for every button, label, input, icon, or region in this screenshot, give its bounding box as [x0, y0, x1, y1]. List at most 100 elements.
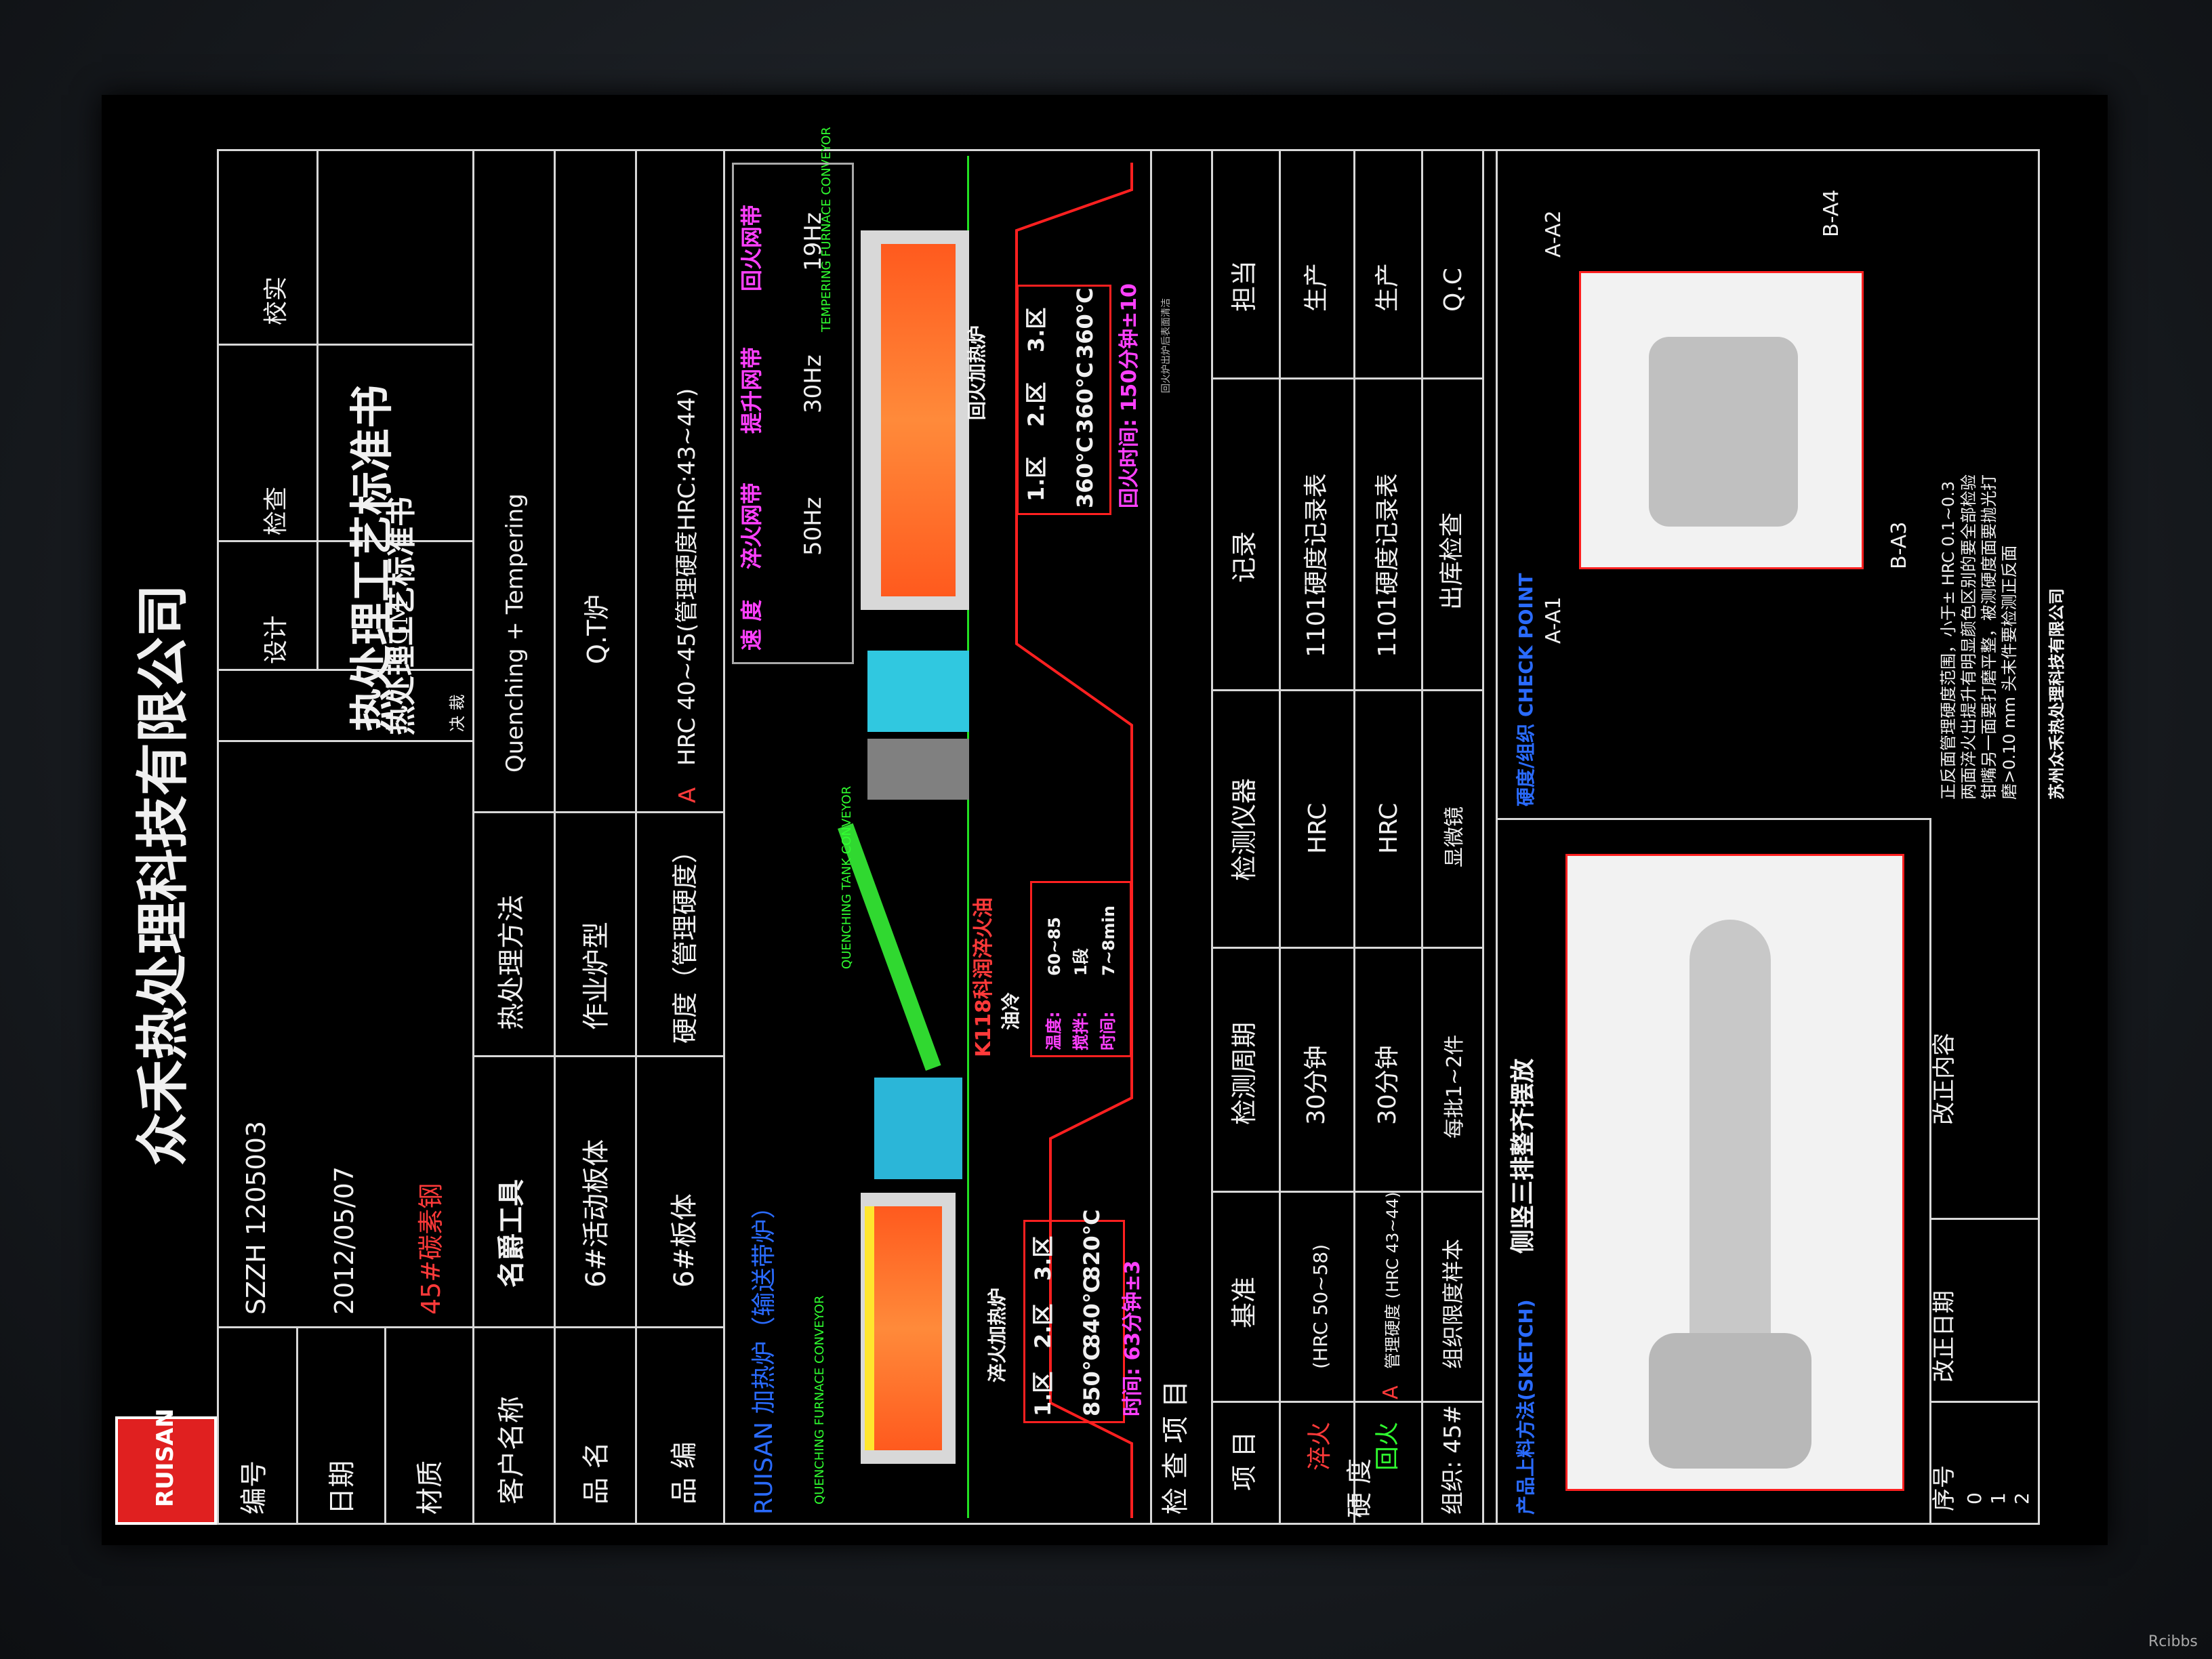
number-label: 编号	[239, 1460, 270, 1515]
temper-zone-1: 1.区	[1023, 456, 1049, 501]
inspection-header-cycle: 检测周期	[1229, 1021, 1259, 1125]
divider	[1498, 818, 1931, 820]
belt-value-temper: 19Hz	[800, 212, 827, 271]
inspection-header-owner: 担当	[1229, 260, 1259, 312]
quench-zone-2: 2.区	[1030, 1303, 1056, 1349]
hardness-mark-a: A	[674, 787, 701, 803]
row-structure-item: 组织: 45#	[1439, 1404, 1467, 1515]
design-value: GGM	[386, 600, 413, 664]
row-temper-item: 回火	[1374, 1421, 1401, 1471]
quench-temp-1: 850℃	[1079, 1345, 1105, 1416]
belt-header-quench: 淬火网带	[739, 482, 764, 569]
method-value: Quenching + Tempering	[501, 493, 529, 773]
material-value: 45#碳素钢	[416, 1183, 446, 1315]
checkpoint-note-4: 磨>0.10 mm 头末件要检测正反面	[2000, 545, 2019, 800]
point-a-a2: A-A2	[1542, 210, 1565, 258]
divider	[1213, 1401, 1484, 1403]
tempering-furnace-flame	[881, 244, 956, 596]
temper-temp-1: 360℃	[1072, 436, 1098, 508]
belt-value-lift: 30Hz	[800, 354, 827, 413]
number-value: SZZH 1205003	[241, 1120, 271, 1315]
quench-furnace-flame	[874, 1206, 942, 1450]
check-label: 检查	[262, 486, 290, 535]
quench-title: 淬火加热炉	[986, 1287, 1008, 1382]
company-name: 众禾热处理科技有限公司	[132, 583, 194, 1166]
quench-time: 时间: 63分钟±3	[1121, 1260, 1145, 1416]
divider	[384, 1328, 386, 1525]
revision-row-0: 0	[1963, 1492, 1986, 1504]
furnace-label: 作业炉型	[581, 922, 612, 1030]
sheet-title-large: 热处理工艺标准书	[348, 385, 398, 732]
temper-title: 回火加热炉	[966, 325, 988, 420]
inspection-title: 检 查 项 目	[1160, 1380, 1191, 1515]
furnace-value: Q.T炉	[582, 594, 612, 664]
quench-zone-3: 3.区	[1030, 1235, 1056, 1281]
quench-zone-1: 1.区	[1030, 1371, 1056, 1416]
temper-time: 回火时间: 150分钟±10	[1118, 283, 1141, 508]
design-label: 设计	[262, 615, 290, 664]
revision-header-date: 改正日期	[1931, 1290, 1958, 1382]
revision-row-2: 2	[2011, 1492, 2033, 1504]
row-temper-cycle: 30分钟	[1374, 1045, 1401, 1125]
belt-value-quench: 50Hz	[800, 497, 827, 556]
divider	[474, 811, 725, 813]
verify-label: 校实	[262, 276, 290, 325]
row-quench-item: 淬火	[1306, 1421, 1334, 1471]
process-line-title: RUISAN 加热炉（输送带炉）	[750, 1194, 778, 1515]
quench-temp-3: 820℃	[1079, 1209, 1105, 1281]
divider	[1929, 820, 1931, 1525]
oil-cool-label: 油冷	[1000, 991, 1022, 1030]
divider	[1211, 149, 1213, 1525]
quench-temp-2: 840℃	[1079, 1277, 1105, 1349]
row-quench-standard: (HRC 50~58)	[1309, 1244, 1332, 1369]
oil-stir-label: 搅拌:	[1071, 1011, 1090, 1050]
divider	[554, 149, 556, 1525]
monitor-screen: 众禾热处理科技有限公司 RUISAN 编号 日期 材质 热处理工艺标准书 热处理…	[102, 95, 2108, 1545]
divider	[1931, 1401, 2040, 1403]
temperature-profile	[1015, 163, 1133, 1518]
speed-label: 速 度	[739, 599, 764, 651]
oil-time-label: 时间:	[1099, 1011, 1118, 1050]
oil-time-value: 7~8min	[1099, 905, 1118, 976]
small-note: 回火炉出炉后表面清洁	[1161, 298, 1172, 393]
oil-title: K118科润淬火油	[972, 897, 996, 1057]
checkpoint-sketch	[1579, 271, 1864, 569]
point-b-a3: B-A3	[1887, 521, 1911, 569]
corner-label: Rcibbs	[2148, 1633, 2198, 1650]
footer-company: 苏州众禾热处理科技有限公司	[2047, 588, 2066, 800]
loading-method: 侧竖三排整齐摆放	[1509, 1058, 1537, 1254]
divider	[472, 149, 474, 1525]
loading-label: 产品上料方法(SKETCH)	[1515, 1299, 1537, 1515]
row-quench-cycle: 30分钟	[1303, 1045, 1330, 1125]
row-temper-mark: A	[1379, 1385, 1403, 1399]
temper-temp-2: 360℃	[1072, 362, 1098, 434]
washer	[867, 739, 969, 800]
divider	[1213, 1191, 1484, 1193]
point-b-a4: B-A4	[1820, 189, 1843, 237]
ruisan-logo: RUISAN	[115, 1408, 217, 1525]
inspection-header-standard: 基准	[1229, 1276, 1259, 1328]
divider	[1213, 689, 1484, 691]
date-value: 2012/05/07	[329, 1166, 359, 1315]
divider	[635, 149, 637, 1525]
product-value: 6#活动板体	[581, 1139, 612, 1288]
inspection-header-instrument: 检测仪器	[1229, 777, 1259, 881]
revision-header-no: 序号	[1931, 1465, 1958, 1511]
date-label: 日期	[327, 1460, 358, 1515]
conveyor-label-2: QUENCHING TANK CONVEYOR	[840, 785, 854, 969]
row-temper-instrument: HRC	[1375, 802, 1403, 854]
rinse-tank	[867, 651, 969, 732]
divider	[1931, 1218, 2040, 1220]
belt-header-temper: 回火网带	[739, 204, 764, 291]
product-label: 品 名	[581, 1441, 612, 1504]
oil-temp-value: 60~85	[1045, 917, 1064, 976]
material-label: 材质	[415, 1460, 446, 1515]
row-temper-record: 1101硬度记录表	[1374, 473, 1401, 657]
temper-zone-3: 3.区	[1023, 307, 1049, 352]
divider	[316, 149, 319, 671]
checkpoint-label: 硬度/组织 CHECK POINT	[1515, 573, 1537, 806]
temper-temp-3: 360℃	[1072, 287, 1098, 359]
divider	[474, 1326, 725, 1328]
divider	[1353, 149, 1355, 1525]
